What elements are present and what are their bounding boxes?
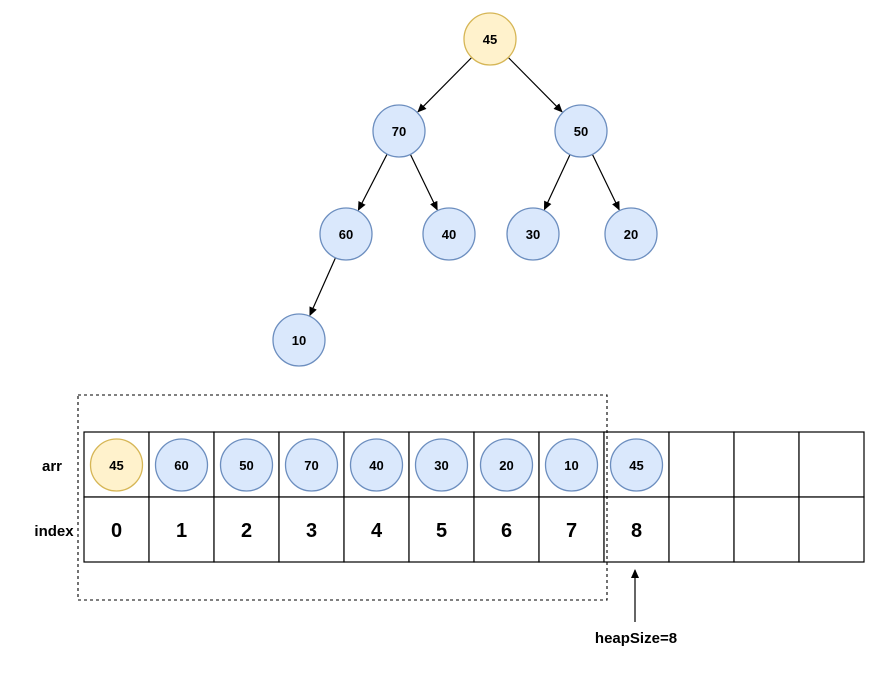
tree-node-circle [319, 207, 373, 261]
array-value-cell-9 [668, 431, 735, 498]
array-table: 45 0 60 1 50 2 70 3 40 4 30 5 20 6 10 7 45 8 [83, 431, 865, 563]
tree-node-n60: 60 [319, 207, 373, 261]
array-value-label-2: 50 [239, 458, 253, 473]
array-value-label-6: 20 [499, 458, 513, 473]
array-value-label-3: 70 [304, 458, 318, 473]
array-index-cell-9 [668, 496, 735, 563]
tree-node-circle [604, 207, 658, 261]
heap-size-label: heapSize=8 [595, 630, 677, 647]
array-value-label-7: 10 [564, 458, 578, 473]
array-row-label-arr: arr [42, 458, 62, 475]
array-value-circle-5 [414, 438, 469, 492]
tree-node-circle [463, 12, 517, 66]
tree-node-label: 10 [292, 333, 306, 348]
array-index-cell-2 [213, 496, 280, 563]
array-index-cell-4 [343, 496, 410, 563]
tree-edge-n45-n70 [417, 57, 473, 113]
tree-node-label: 50 [574, 124, 588, 139]
array-row-label-index: index [34, 523, 74, 540]
tree-edge-n45-n50 [507, 57, 563, 113]
tree-node-label: 30 [526, 227, 540, 242]
array-index-cell-3 [278, 496, 345, 563]
array-value-label-5: 30 [434, 458, 448, 473]
array-index-cell-0 [83, 496, 150, 563]
tree-node-n20: 20 [604, 207, 658, 261]
tree-nodes: 45 70 50 60 40 30 20 10 [272, 12, 658, 367]
array-value-label-1: 60 [174, 458, 188, 473]
tree-node-label: 60 [339, 227, 353, 242]
array-value-circle-6 [479, 438, 534, 492]
array-index-cell-6 [473, 496, 540, 563]
array-index-label-4: 4 [371, 520, 383, 542]
array-index-label-1: 1 [176, 520, 187, 542]
array-value-cell-10 [733, 431, 800, 498]
array-value-circle-1 [154, 438, 209, 492]
tree-node-label: 70 [392, 124, 406, 139]
tree-node-circle [372, 104, 426, 158]
array-value-label-8: 45 [629, 458, 643, 473]
array-index-label-2: 2 [241, 520, 252, 542]
tree-node-n30: 30 [506, 207, 560, 261]
tree-edge-n70-n40 [409, 154, 438, 211]
array-index-label-3: 3 [306, 520, 317, 542]
array-index-cell-5 [408, 496, 475, 563]
array-index-cell-1 [148, 496, 215, 563]
tree-node-label: 40 [442, 227, 456, 242]
tree-node-n40: 40 [422, 207, 476, 261]
array-index-label-7: 7 [566, 520, 577, 542]
array-value-label-4: 40 [369, 458, 383, 473]
tree-edges [309, 57, 620, 317]
array-value-circle-8 [609, 438, 664, 492]
array-value-circle-2 [219, 438, 274, 492]
array-index-label-8: 8 [631, 520, 642, 542]
tree-node-n70: 70 [372, 104, 426, 158]
tree-edge-n50-n30 [543, 154, 571, 211]
array-value-cell-11 [798, 431, 865, 498]
heap-region-dashed-box [77, 394, 608, 601]
array-value-circle-0 [89, 438, 144, 492]
tree-edge-n50-n20 [591, 154, 620, 211]
tree-edge-n60-n10 [309, 257, 337, 317]
tree-node-circle [422, 207, 476, 261]
tree-node-n45: 45 [463, 12, 517, 66]
tree-node-circle [506, 207, 560, 261]
array-value-circle-7 [544, 438, 599, 492]
tree-node-label: 45 [483, 32, 497, 47]
tree-node-circle [554, 104, 608, 158]
tree-node-n10: 10 [272, 313, 326, 367]
array-index-label-0: 0 [111, 520, 122, 542]
tree-edge-n70-n60 [357, 153, 388, 211]
tree-node-n50: 50 [554, 104, 608, 158]
array-value-circle-3 [284, 438, 339, 492]
tree-node-label: 20 [624, 227, 638, 242]
array-value-label-0: 45 [109, 458, 123, 473]
array-index-cell-8 [603, 496, 670, 563]
array-index-cell-10 [733, 496, 800, 563]
array-value-circle-4 [349, 438, 404, 492]
array-index-label-6: 6 [501, 520, 512, 542]
array-index-label-5: 5 [436, 520, 447, 542]
tree-node-circle [272, 313, 326, 367]
array-index-cell-11 [798, 496, 865, 563]
